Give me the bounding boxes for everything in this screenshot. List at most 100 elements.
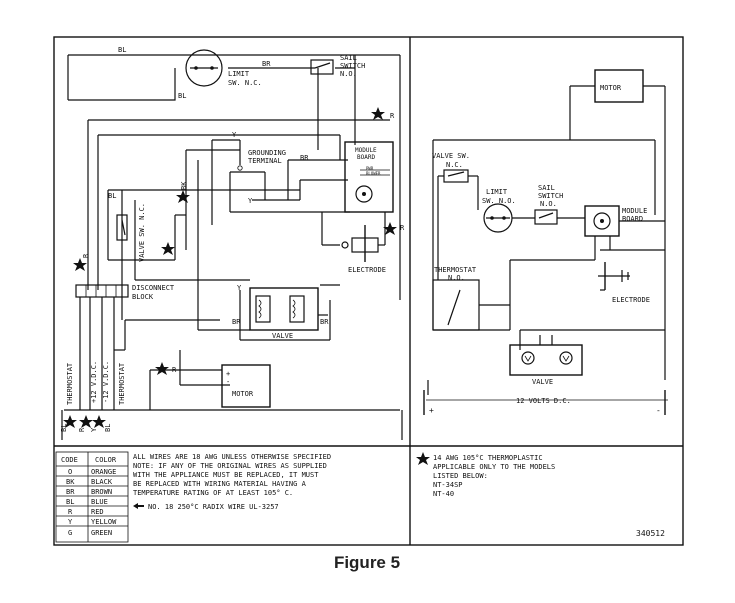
table-cell: R — [68, 508, 73, 516]
wire-label: R — [172, 366, 177, 374]
disconnect-block-label: BLOCK — [132, 293, 154, 301]
electrode-right-label: ELECTRODE — [612, 296, 650, 304]
table-cell: ORANGE — [91, 468, 116, 476]
thermostat-right-box — [432, 279, 480, 331]
table-cell: BLACK — [91, 478, 113, 486]
valve-switch-label: VALVE SW. N.C. — [138, 203, 146, 262]
note-line: TEMPERATURE RATING OF AT LEAST 105° C. — [133, 489, 293, 497]
notes-left: ALL WIRES ARE 18 AWG UNLESS OTHERWISE SP… — [133, 453, 331, 511]
module-board — [344, 141, 394, 213]
star-markers — [63, 107, 397, 428]
table-header: CODE — [61, 456, 78, 464]
thermostat-right-label: THERMOSTAT — [434, 266, 477, 274]
wire-code: Y — [90, 427, 98, 432]
part-number: 340512 — [636, 529, 665, 538]
motor-polarity: + — [226, 370, 230, 378]
wire-label: BL — [178, 92, 186, 100]
volts-label: 12 VOLTS D.C. — [516, 397, 571, 405]
wire-label: BL — [118, 46, 126, 54]
motor-polarity: - — [226, 378, 230, 386]
sail-switch-right-label: SAIL — [538, 184, 555, 192]
valve-switch-right-label: VALVE SW. — [432, 152, 470, 160]
table-cell: BR — [66, 488, 75, 496]
module-board-right-label: MODULE — [622, 207, 647, 215]
table-header: COLOR — [95, 456, 117, 464]
note-line: NT-40 — [433, 490, 454, 498]
valve-label: VALVE — [272, 332, 293, 340]
disconnect-block — [75, 284, 129, 298]
table-cell: O — [68, 468, 72, 476]
sail-switch-right-icon — [534, 209, 558, 225]
valve-switch-icon — [116, 214, 128, 241]
valve-coil-1-icon — [255, 295, 271, 323]
motor-label: MOTOR — [232, 390, 254, 398]
grounding-terminal-label: TERMINAL — [248, 157, 282, 165]
table-cell: BL — [66, 498, 74, 506]
wire-label: R — [400, 224, 405, 232]
table-cell: G — [68, 529, 72, 537]
limit-switch-right-label: LIMIT — [486, 188, 508, 196]
power-wire-label: +12 V.D.C. — [90, 361, 98, 403]
limit-switch-right-label: SW. N.O. — [482, 197, 516, 205]
wire-code: BL — [60, 424, 68, 432]
sail-switch-label: SWITCH — [340, 62, 365, 70]
sail-switch-right-label: SWITCH — [538, 192, 563, 200]
table-cell: BLUE — [91, 498, 108, 506]
power-wire-label: -12 V.D.C. — [102, 361, 110, 403]
note-line: 14 AWG 105°C THERMOPLASTIC — [433, 454, 543, 462]
wire-label: R — [390, 112, 395, 120]
arrow-icon — [133, 503, 144, 509]
note-line: APPLICABLE ONLY TO THE MODELS — [433, 463, 555, 471]
disconnect-block-label: DISCONNECT — [132, 284, 175, 292]
color-code-table: CODE COLOR O ORANGE BK BLACK BR BROWN BL… — [55, 451, 129, 543]
wire-label: Y — [232, 131, 237, 139]
sail-switch-label: SAIL — [340, 54, 357, 62]
right-schematic: MOTOR VALVE SW. N.C. LIMIT SW. N.O. SAIL… — [423, 69, 668, 415]
module-board-right-label: BOARD — [622, 215, 643, 223]
minus-terminal: - — [656, 406, 661, 415]
valve-switch-right-label: N.C. — [446, 161, 463, 169]
star-icon — [416, 452, 430, 465]
wire-label: BR — [262, 60, 271, 68]
diagram-frame — [53, 36, 684, 546]
valve-switch-right-icon — [443, 169, 469, 183]
note-line: NOTE: IF ANY OF THE ORIGINAL WIRES AS SU… — [133, 462, 327, 470]
wire-label: Y — [248, 197, 253, 205]
sail-switch-icon — [310, 59, 334, 75]
grounding-terminal-label: GROUNDING — [248, 149, 286, 157]
module-board-label: MODULE — [355, 147, 377, 154]
table-cell: Y — [68, 518, 73, 526]
wire-label: BL — [108, 192, 116, 200]
valve-coil-2-icon — [289, 295, 305, 323]
note-line: ALL WIRES ARE 18 AWG UNLESS OTHERWISE SP… — [133, 453, 331, 461]
figure-caption: Figure 5 — [334, 553, 400, 572]
wire-label: BR — [300, 154, 309, 162]
wire-label: BK — [180, 181, 188, 190]
electrode-label: ELECTRODE — [348, 266, 386, 274]
wire-code: BL — [104, 424, 112, 432]
module-pin-label: BLOWER — [366, 171, 381, 176]
wire-label: R — [82, 253, 90, 258]
valve-right-label: VALVE — [532, 378, 553, 386]
limit-switch-label: SW. N.C. — [228, 79, 262, 87]
note-line: BE REPLACED WITH WIRING MATERIAL HAVING … — [133, 480, 307, 488]
thermostat-wire-label: THERMOSTAT — [118, 362, 126, 405]
note-line: WITH THE APPLIANCE MUST BE REPLACED, IT … — [133, 471, 319, 479]
table-cell: RED — [91, 508, 104, 516]
wire-note: NO. 18 250°C RADIX WIRE UL-3257 — [148, 503, 279, 511]
plus-terminal: + — [429, 406, 434, 415]
module-pin-label: PWR — [366, 166, 374, 171]
valve-coil-right-1-icon — [521, 351, 535, 365]
limit-switch-icon — [185, 49, 223, 87]
module-board-label: BOARD — [357, 154, 375, 161]
motor-right-label: MOTOR — [600, 84, 622, 92]
wire-label: Y — [237, 284, 242, 292]
thermostat-right-label: N.O. — [448, 274, 465, 282]
note-line: NT-34SP — [433, 481, 463, 489]
valve-coil-right-2-icon — [559, 351, 573, 365]
valve-right-body — [509, 344, 583, 376]
table-cell: GREEN — [91, 529, 112, 537]
valve-body — [249, 287, 319, 331]
wire-code: R — [78, 427, 86, 432]
